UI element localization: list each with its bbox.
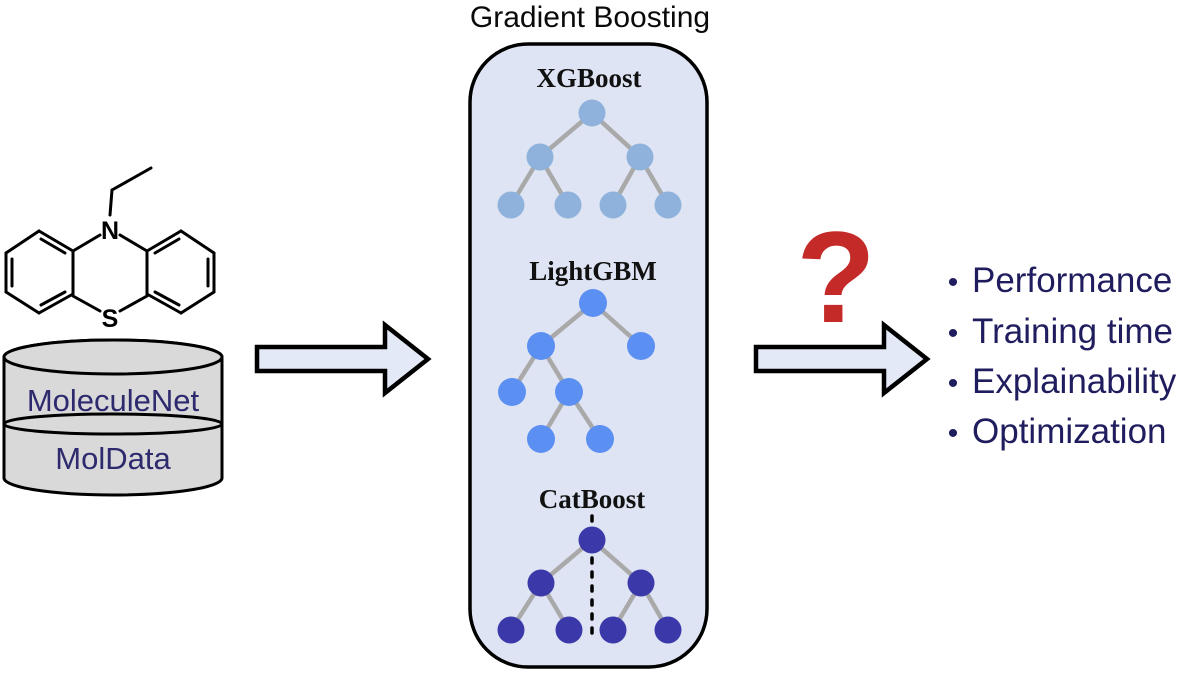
tree-node xyxy=(498,378,526,406)
nitrogen-atom-label: N xyxy=(101,217,119,245)
database-label-moleculenet: MoleculeNet xyxy=(27,383,200,418)
arrow-models-to-outcomes-icon xyxy=(753,320,931,398)
outcome-item-optimization: Optimization xyxy=(972,412,1167,451)
tree-node xyxy=(578,99,606,127)
bond xyxy=(145,229,183,253)
tree-node xyxy=(586,425,614,453)
bond xyxy=(71,233,102,253)
database-cylinder xyxy=(2,338,224,497)
tree-node xyxy=(579,289,607,317)
bond xyxy=(118,294,149,313)
tree-node xyxy=(599,191,627,219)
lightgbm-tree xyxy=(498,289,655,453)
catboost-nodes xyxy=(497,526,682,644)
outcomes-list: • Performance • Training time • Explaina… xyxy=(948,261,1177,451)
database-label-moldata: MolData xyxy=(55,441,171,476)
tree-node xyxy=(527,332,555,360)
tree-node xyxy=(555,616,583,644)
cylinder-top xyxy=(2,338,224,376)
outcome-item-explainability: Explainability xyxy=(972,362,1177,401)
molecule-structure xyxy=(4,166,216,315)
tree-node xyxy=(599,616,627,644)
bond xyxy=(179,229,216,255)
tree-node xyxy=(627,332,655,360)
bond xyxy=(71,294,102,313)
tree-node xyxy=(497,191,525,219)
database-labels: MoleculeNet MolData xyxy=(27,383,200,476)
bond xyxy=(37,292,75,315)
xgboost-tree xyxy=(497,99,682,219)
arrow-data-to-models-icon xyxy=(254,320,432,398)
tree-node xyxy=(555,378,583,406)
bullet-icon: • xyxy=(948,317,959,350)
bullet-icon: • xyxy=(948,266,959,299)
xgboost-nodes xyxy=(497,99,682,219)
sulfur-atom-label: S xyxy=(102,305,119,333)
tree-node xyxy=(627,569,655,597)
catboost-tree xyxy=(497,514,682,644)
tree-node xyxy=(526,143,554,171)
double-bond xyxy=(153,290,181,307)
bond xyxy=(37,229,75,253)
bond xyxy=(110,166,153,192)
tree-node xyxy=(626,143,654,171)
outcome-item-training-time: Training time xyxy=(972,312,1173,351)
xgboost-label: XGBoost xyxy=(536,63,641,93)
tree-node xyxy=(527,569,555,597)
bond xyxy=(118,233,149,253)
gradient-boosting-box xyxy=(468,42,709,669)
tree-node xyxy=(554,191,582,219)
bond xyxy=(145,292,183,315)
cylinder-divider xyxy=(2,412,224,436)
tree-node xyxy=(578,526,606,554)
bond xyxy=(4,290,41,315)
bullet-icon: • xyxy=(948,367,959,400)
tree-node xyxy=(527,425,555,453)
bond xyxy=(4,229,41,255)
catboost-label: CatBoost xyxy=(539,484,646,514)
lightgbm-nodes xyxy=(498,289,655,453)
question-mark: ? xyxy=(796,204,875,350)
double-bond xyxy=(39,290,67,307)
tree-node xyxy=(654,191,682,219)
double-bond xyxy=(39,237,67,255)
bond xyxy=(108,188,114,217)
outcome-item-performance: Performance xyxy=(972,261,1172,300)
gradient-boosting-title: Gradient Boosting xyxy=(470,1,710,34)
double-bond xyxy=(153,237,181,255)
bullet-icon: • xyxy=(948,417,959,450)
lightgbm-label: LightGBM xyxy=(529,256,657,286)
tree-node xyxy=(497,616,525,644)
tree-node xyxy=(654,616,682,644)
bond xyxy=(179,290,216,315)
